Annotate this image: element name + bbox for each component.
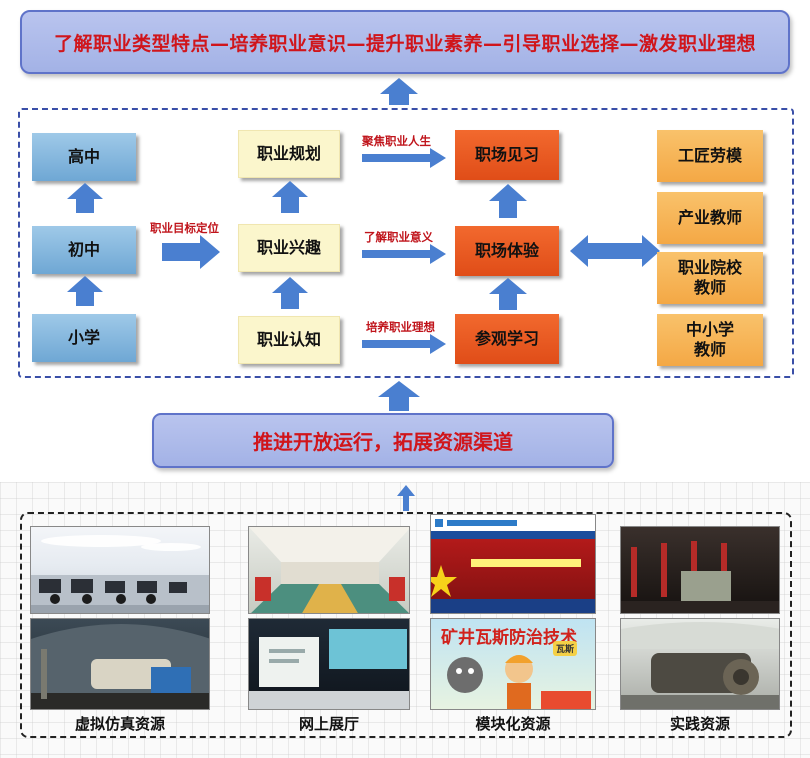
mentor-school-teacher: 中小学 教师 [657, 314, 763, 366]
online-display-illustration [249, 629, 409, 709]
simulation-lab-illustration [31, 535, 209, 613]
up-arrow-interest-to-planning [272, 181, 308, 213]
up-arrow-cognition-to-interest [272, 277, 308, 309]
photo-roadheader [620, 618, 780, 710]
mentor-school-line2: 教师 [693, 340, 726, 359]
photo-gas-poster: 矿井瓦斯防治技术 瓦斯 [430, 618, 596, 710]
poster-headline: 矿井瓦斯防治技术 [441, 628, 577, 648]
mentor-vocational-teacher: 职业院校 教师 [657, 252, 763, 304]
mentor-school-line1: 中小学 [685, 320, 734, 339]
mentor-craftsman: 工匠劳模 [657, 130, 763, 182]
arrow-label-bottom: 培养职业理想 [366, 320, 435, 334]
arrow-label-mid: 了解职业意义 [364, 230, 433, 244]
photo-exhibition-hall [248, 526, 410, 614]
up-arrow-experience-to-intern [489, 184, 527, 218]
right-arrow-top [362, 148, 446, 168]
caption-online-gallery: 网上展厅 [298, 715, 359, 733]
resources-panel [20, 512, 792, 738]
mentor-industry-teacher: 产业教师 [657, 192, 763, 244]
caption-virtual-resources: 虚拟仿真资源 [74, 715, 165, 733]
mid-banner: 推进开放运行，拓展资源渠道 [152, 413, 614, 468]
step-career-cognition: 职业认知 [238, 316, 340, 364]
level-high-school: 高中 [32, 133, 136, 181]
photo-online-display [248, 618, 410, 710]
up-arrow-top [380, 78, 418, 105]
step-workplace-experience: 职场体验 [455, 226, 559, 276]
mining-equipment-illustration [621, 541, 779, 613]
poster-badge: 瓦斯 [553, 641, 578, 656]
up-arrow-middle-to-high [67, 183, 103, 213]
exhibition-hall-illustration [249, 527, 409, 613]
double-arrow [570, 235, 660, 267]
step-career-interest: 职业兴趣 [238, 224, 340, 272]
goal-label: 职业目标定位 [150, 221, 219, 235]
right-arrow-bottom [362, 334, 446, 354]
level-primary-school: 小学 [32, 314, 136, 362]
mine-tunnel-illustration [31, 624, 209, 709]
career-education-panel [18, 108, 794, 378]
caption-modular-resources: 模块化资源 [475, 715, 551, 733]
caption-practice-resources: 实践资源 [669, 715, 730, 733]
arrow-label-top: 聚焦职业人生 [362, 134, 431, 148]
top-banner: 了解职业类型特点—培养职业意识—提升职业素养—引导职业选择—激发职业理想 [20, 10, 790, 74]
poster-illustration [447, 655, 591, 709]
photo-simulation-lab [30, 526, 210, 614]
up-arrow-primary-to-middle [67, 276, 103, 306]
photo-mine-tunnel-sim [30, 618, 210, 710]
right-arrow-mid [362, 244, 446, 264]
photo-mining-equipment [620, 526, 780, 614]
mentor-vocational-line2: 教师 [693, 278, 726, 297]
mentor-vocational-line1: 职业院校 [677, 258, 742, 277]
up-arrow-panel [378, 381, 420, 411]
step-career-planning: 职业规划 [238, 130, 340, 178]
right-arrow-goal [162, 235, 220, 269]
photo-web-portal [430, 514, 596, 614]
roadheader-illustration [621, 622, 779, 709]
level-middle-school: 初中 [32, 226, 136, 274]
web-portal-illustration [431, 515, 595, 613]
step-workplace-internship: 职场见习 [455, 130, 559, 180]
thin-up-arrow [397, 485, 415, 511]
step-visit-study: 参观学习 [455, 314, 559, 364]
up-arrow-visit-to-experience [489, 278, 527, 310]
